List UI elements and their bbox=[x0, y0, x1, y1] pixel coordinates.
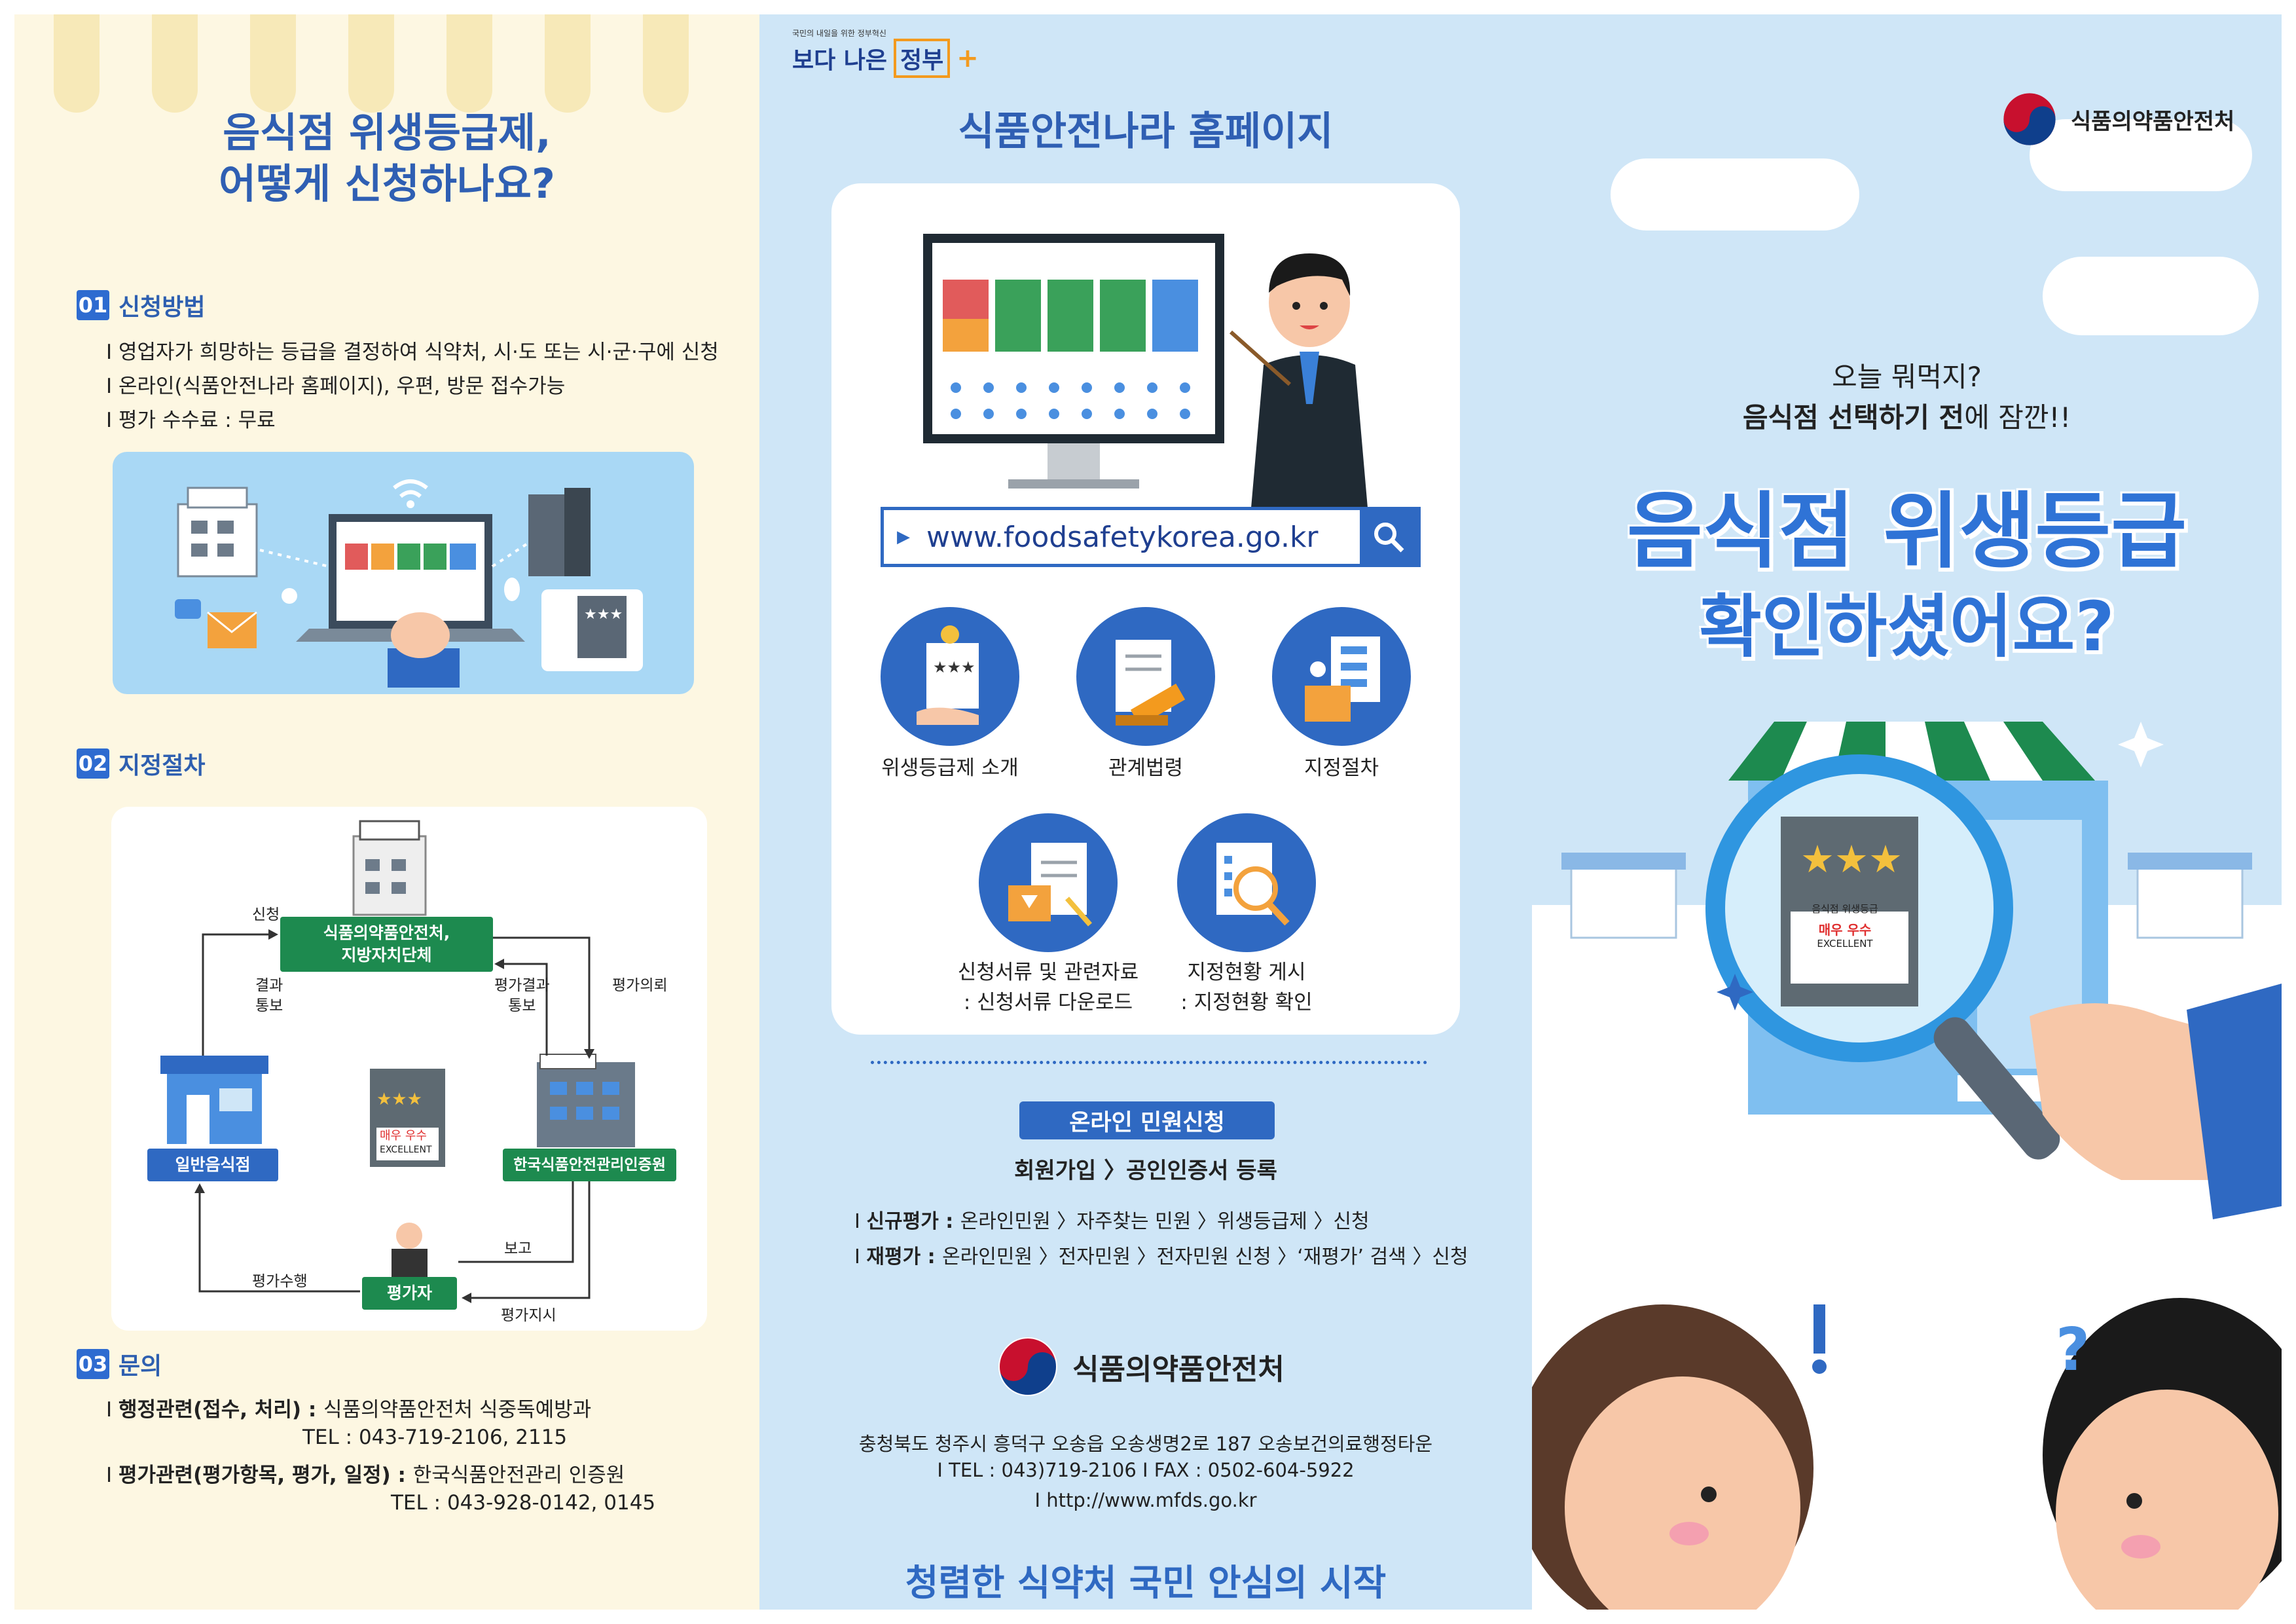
magnifier-badge-small: 음식점 위생등급 bbox=[1812, 903, 1878, 915]
svg-text:★★★: ★★★ bbox=[1800, 837, 1903, 881]
section-heading-apply-method: 01 신청방법 bbox=[77, 288, 205, 322]
bullet-apply-1: I 영업자가 희망하는 등급을 결정하여 식약처, 시·도 또는 시·군·구에 … bbox=[106, 341, 719, 364]
section-title: 지정절차 bbox=[118, 752, 206, 779]
section-heading-designation: 02 지정절차 bbox=[77, 747, 205, 781]
question-what-to-eat: 오늘 뭐먹지? bbox=[1832, 361, 1982, 393]
headline-hygiene-grade: 음식점 위생등급 bbox=[1626, 483, 2187, 580]
designation-process-diagram: ★★★ bbox=[111, 807, 707, 1331]
decorative-stripe bbox=[54, 14, 100, 113]
new-evaluation-path: I 신규평가 : 온라인민원 〉자주찾는 민원 〉위생등급제 〉신청 bbox=[854, 1210, 1370, 1233]
label-apply: 신청 bbox=[252, 906, 280, 923]
label-result-notice: 결과 통보 bbox=[255, 977, 283, 1014]
certificate-icon: ★★★ bbox=[917, 625, 979, 725]
section-title: 신청방법 bbox=[118, 294, 206, 321]
node-mfds-local-gov: 식품의약품안전처, 지방자치단체 bbox=[280, 917, 493, 972]
svg-text:★★★: ★★★ bbox=[584, 606, 623, 623]
monitor-teacher-illustration bbox=[923, 234, 1368, 515]
label-related-laws: 관계법령 bbox=[1108, 756, 1184, 780]
slogan: 청렴한 식약처 국민 안심의 시작 bbox=[905, 1562, 1387, 1604]
play-icon: ▶ bbox=[897, 527, 910, 547]
section-heading-inquiry: 03 문의 bbox=[77, 1347, 162, 1381]
circle-designation-procedure[interactable] bbox=[1272, 607, 1411, 746]
online-application-pill: 온라인 민원신청 bbox=[1019, 1101, 1275, 1139]
dotted-divider bbox=[871, 1061, 1427, 1064]
label-designation-status: 지정현황 게시 : 지정현황 확인 bbox=[1180, 961, 1313, 1014]
address: 충청북도 청주시 흥덕구 오송읍 오송생명2로 187 오송보건의료행정타운 bbox=[858, 1433, 1433, 1455]
headline-did-you-check: 확인하셨어요? bbox=[1699, 587, 2115, 667]
gov-innovation-logo: 국민의 내일을 위한 정부혁신 보다 나은 정부 + bbox=[792, 28, 979, 78]
decorative-stripe bbox=[152, 14, 198, 113]
registration-steps: 회원가입 〉공인인증서 등록 bbox=[1014, 1158, 1277, 1184]
decorative-stripe bbox=[348, 14, 394, 113]
contact-admin-tel: TEL : 043-719-2106, 2115 bbox=[302, 1426, 568, 1449]
illustration-online-application: ★★★ bbox=[113, 452, 694, 694]
mfds-logo-cover: 식품의약품안전처 bbox=[2000, 90, 2234, 149]
certificate-en: EXCELLENT bbox=[380, 1145, 432, 1155]
contact-eval: I 평가관련(평가항목, 평가, 일정) : 한국식품안전관리 인증원 bbox=[106, 1464, 625, 1487]
label-eval-perform: 평가수행 bbox=[252, 1273, 308, 1290]
section-number: 02 bbox=[77, 748, 109, 779]
cloud bbox=[2030, 119, 2252, 191]
label-eval-result-notice: 평가결과 통보 bbox=[494, 977, 550, 1014]
magnifier-badge-grade: 매우 우수 bbox=[1818, 922, 1872, 938]
download-docs-icon bbox=[1008, 843, 1093, 927]
cloud bbox=[2043, 257, 2259, 335]
bullet-apply-2: I 온라인(식품안전나라 홈페이지), 우편, 방문 접수가능 bbox=[106, 375, 566, 398]
flowchart-box-icon bbox=[1305, 637, 1380, 722]
label-designation-procedure: 지정절차 bbox=[1303, 756, 1379, 780]
decorative-stripe bbox=[545, 14, 591, 113]
label-eval-request: 평가의뢰 bbox=[612, 977, 668, 994]
magnifier-docs-icon bbox=[1216, 843, 1290, 926]
certificate-grade: 매우 우수 bbox=[380, 1129, 427, 1143]
re-evaluation-path: I 재평가 : 온라인민원 〉전자민원 〉전자민원 신청 〉‘재평가’ 검색 〉… bbox=[854, 1246, 1468, 1268]
mfds-logo: 식품의약품안전처 bbox=[995, 1334, 1285, 1399]
circle-related-laws[interactable] bbox=[1076, 607, 1215, 746]
search-icon bbox=[1374, 523, 1404, 553]
search-button[interactable] bbox=[1360, 510, 1417, 564]
storefront-magnifier-illustration: ★★★ ? bbox=[1532, 722, 2282, 1610]
section-number: 01 bbox=[77, 290, 109, 320]
decorative-stripe bbox=[446, 14, 492, 113]
circle-application-docs[interactable] bbox=[979, 813, 1118, 952]
url-text: www.foodsafetykorea.go.kr bbox=[926, 520, 1319, 554]
panel-cover: 식품의약품안전처 오늘 뭐먹지? 음식점 선택하기 전에 잠깐!! 음식점 위생… bbox=[1532, 14, 2282, 1610]
svg-text:★★★: ★★★ bbox=[376, 1090, 422, 1109]
tel-fax: I TEL : 043)719-2106 I FAX : 0502-604-59… bbox=[937, 1459, 1355, 1481]
contact-eval-tel: TEL : 043-928-0142, 0145 bbox=[391, 1491, 656, 1515]
label-application-docs: 신청서류 및 관련자료 : 신청서류 다운로드 bbox=[957, 961, 1139, 1014]
svg-text:?: ? bbox=[2056, 1316, 2090, 1384]
svg-text:★★★: ★★★ bbox=[933, 658, 975, 676]
bullet-apply-3: I 평가 수수료 : 무료 bbox=[106, 409, 276, 432]
magnifier-badge-en: EXCELLENT bbox=[1817, 938, 1873, 950]
question-before-choosing: 음식점 선택하기 전에 잠깐!! bbox=[1742, 401, 2071, 434]
panel-foodsafety-homepage: 국민의 내일을 위한 정부혁신 보다 나은 정부 + 식품안전나라 홈페이지 bbox=[759, 14, 1532, 1610]
section-number: 03 bbox=[77, 1349, 109, 1379]
panel1-title-line2: 어떻게 신청하나요? bbox=[219, 160, 555, 208]
taegeuk-emblem-icon bbox=[2003, 93, 2056, 145]
decorative-stripe bbox=[643, 14, 689, 113]
url-bar[interactable]: ▶ www.foodsafetykorea.go.kr bbox=[881, 507, 1421, 567]
label-hygiene-intro: 위생등급제 소개 bbox=[881, 756, 1019, 780]
panel2-title: 식품안전나라 홈페이지 bbox=[958, 109, 1334, 155]
decorative-stripe bbox=[250, 14, 296, 113]
node-certification-institute: 한국식품안전관리인증원 bbox=[503, 1149, 676, 1181]
homepage-link[interactable]: I http://www.mfds.go.kr bbox=[1034, 1489, 1257, 1511]
panel1-title-line1: 음식점 위생등급제, bbox=[223, 109, 551, 157]
plus-icon: + bbox=[957, 43, 979, 73]
contact-admin: I 행정관련(접수, 처리) : 식품의약품안전처 식중독예방과 bbox=[106, 1398, 592, 1422]
circle-designation-status[interactable] bbox=[1177, 813, 1316, 952]
node-evaluator: 평가자 bbox=[362, 1277, 457, 1310]
panel-application-guide: 음식점 위생등급제, 어떻게 신청하나요? 01 신청방법 I 영업자가 희망하… bbox=[14, 14, 759, 1610]
circle-hygiene-intro[interactable]: ★★★ bbox=[881, 607, 1019, 746]
cloud bbox=[1611, 158, 1859, 231]
section-title: 문의 bbox=[118, 1353, 162, 1380]
node-restaurant: 일반음식점 bbox=[147, 1149, 278, 1181]
label-eval-instruct: 평가지시 bbox=[501, 1307, 556, 1324]
label-report: 보고 bbox=[504, 1240, 532, 1257]
law-gavel-icon bbox=[1116, 640, 1186, 726]
taegeuk-emblem-icon bbox=[998, 1337, 1057, 1396]
